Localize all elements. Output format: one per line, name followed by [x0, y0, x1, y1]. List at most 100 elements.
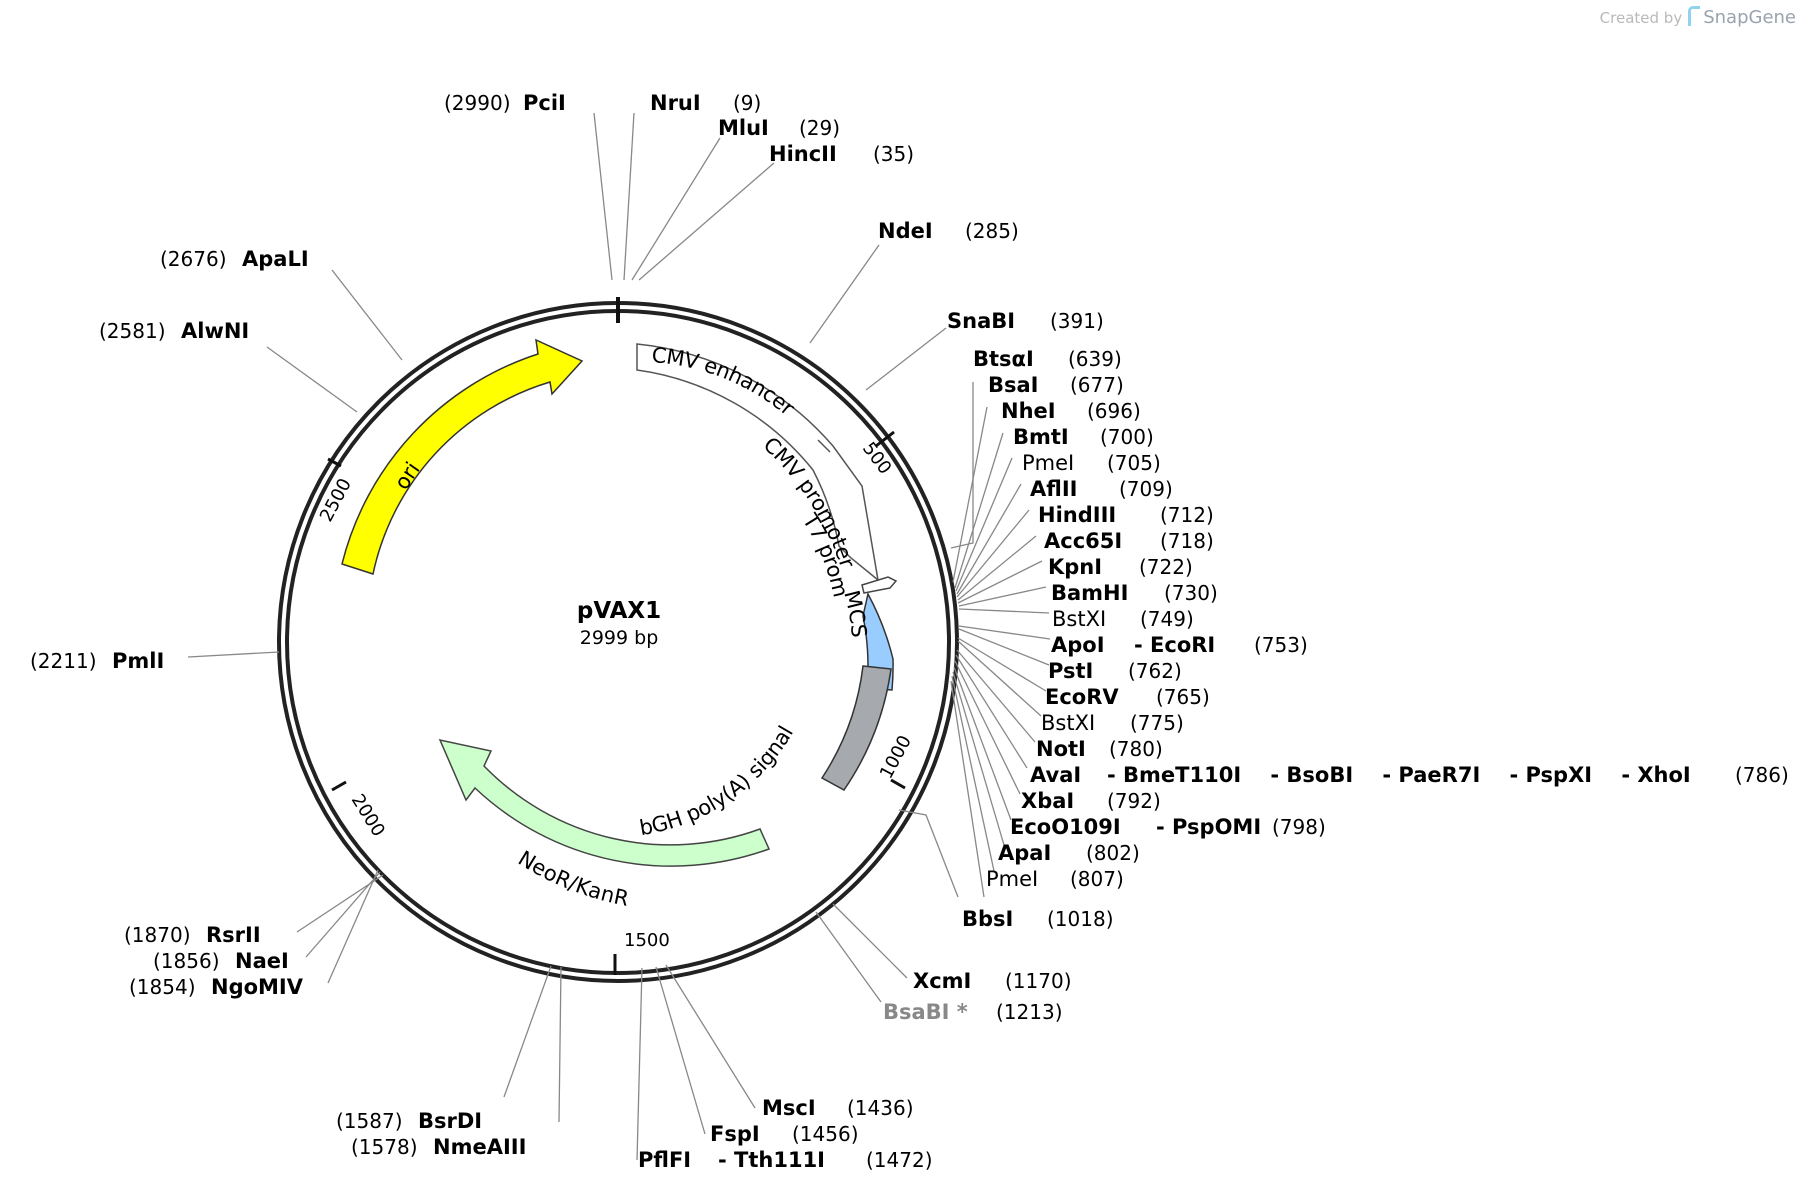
leader-hincii — [638, 162, 775, 281]
site-name-ecorv[interactable]: EcoRV — [1045, 685, 1119, 709]
tick-mark-500 — [875, 430, 895, 448]
site-name-aflii[interactable]: AflII — [1030, 477, 1077, 501]
site-pos-mlui: (29) — [799, 116, 840, 140]
site-name-mlui[interactable]: MluI — [718, 116, 769, 140]
site-pos-avai: (786) — [1735, 763, 1789, 787]
site-pos-pcii: (2990) — [444, 91, 511, 115]
site-name-ndei[interactable]: NdeI — [878, 219, 933, 243]
leader-mlui — [631, 137, 721, 281]
leader-bstxi-2 — [956, 649, 1036, 743]
site-name-btsai[interactable]: BtsαI — [973, 347, 1034, 371]
site-name-msci[interactable]: MscI — [762, 1096, 816, 1120]
site-name-nmeaiii[interactable]: NmeAIII — [433, 1135, 526, 1159]
site-name-apali[interactable]: ApaLI — [242, 247, 309, 271]
site-name-bbsi[interactable]: BbsI — [962, 907, 1013, 931]
tick-label-2000: 2000 — [347, 791, 389, 841]
site-pos-hincii: (35) — [873, 142, 914, 166]
site-name-pmei-1[interactable]: PmeI — [1022, 451, 1074, 475]
tick-label-1000: 1000 — [876, 732, 916, 782]
leader-bstxi-1 — [958, 625, 1051, 640]
leader-noti — [955, 654, 1028, 769]
site-leaders — [187, 112, 1051, 1161]
leader-bsabi — [815, 911, 882, 1003]
site-pos-pmli: (2211) — [30, 649, 97, 673]
plasmid-size: 2999 bp — [580, 627, 659, 649]
site-name-acc65i[interactable]: Acc65I — [1044, 529, 1122, 553]
site-name-bstxi-2[interactable]: BstXI — [1041, 711, 1095, 735]
site-name-avai[interactable]: AvaI — [1030, 763, 1081, 787]
site-name-bsabi[interactable]: BsaBI * — [883, 1000, 968, 1024]
leader-xcmi — [832, 903, 908, 979]
feature-mcs[interactable] — [862, 591, 894, 691]
site-extra-apoi[interactable]: - EcoRI — [1134, 633, 1215, 657]
site-name-hindiii[interactable]: HindIII — [1038, 503, 1116, 527]
tick-mark-2000 — [331, 780, 347, 792]
leader-nmeaiii — [558, 966, 562, 1123]
site-name-ngomiv[interactable]: NgoMIV — [211, 975, 304, 999]
leader-fspi — [655, 966, 706, 1135]
site-name-bstxi-1[interactable]: BstXI — [1052, 607, 1106, 631]
leader-pflfi — [636, 967, 643, 1161]
site-name-snabi[interactable]: SnaBI — [947, 309, 1015, 333]
site-name-noti[interactable]: NotI — [1036, 737, 1086, 761]
site-name-xbai[interactable]: XbaI — [1021, 789, 1074, 813]
site-name-psti[interactable]: PstI — [1048, 659, 1093, 683]
feature-t7-promoter[interactable] — [861, 576, 898, 594]
site-pos-bmti: (700) — [1100, 425, 1154, 449]
site-name-bmti[interactable]: BmtI — [1013, 425, 1069, 449]
site-name-kpni[interactable]: KpnI — [1048, 555, 1102, 579]
tick-label-500: 500 — [858, 438, 895, 478]
site-name-pcii[interactable]: PciI — [523, 91, 566, 115]
feature-neor-kanr[interactable] — [438, 738, 771, 867]
leader-bmti — [955, 457, 1013, 592]
site-extra-ecoo109i[interactable]: - PspOMI — [1156, 815, 1261, 839]
site-pos-ndei: (285) — [965, 219, 1019, 243]
site-name-pflfi[interactable]: PflFI — [638, 1148, 691, 1172]
site-name-alwni[interactable]: AlwNI — [181, 319, 249, 343]
leader-pcii — [593, 112, 613, 281]
site-name-nhei[interactable]: NheI — [1001, 399, 1056, 423]
site-name-naei[interactable]: NaeI — [235, 949, 289, 973]
leader-ndei — [809, 244, 880, 344]
site-name-bamhi[interactable]: BamHI — [1051, 581, 1128, 605]
site-pos-nmeaiii: (1578) — [351, 1135, 418, 1159]
feature-cmv[interactable] — [636, 343, 880, 582]
site-name-bsrdi[interactable]: BsrDI — [418, 1109, 482, 1133]
plasmid-name: pVAX1 — [577, 598, 661, 624]
site-pos-naei: (1856) — [153, 949, 220, 973]
feature-mcs-label: MCS — [839, 588, 871, 639]
site-pos-apoi: (753) — [1254, 633, 1308, 657]
site-name-ecoo109i[interactable]: EcoO109I — [1010, 815, 1121, 839]
site-name-apoi[interactable]: ApoI — [1051, 633, 1105, 657]
site-extra-pflfi[interactable]: - Tth111I — [718, 1148, 825, 1172]
feature-bgh[interactable] — [820, 665, 892, 791]
site-name-fspi[interactable]: FspI — [710, 1122, 760, 1146]
site-pos-bsai: (677) — [1070, 373, 1124, 397]
leader-apali — [331, 269, 403, 361]
site-pos-xbai: (792) — [1107, 789, 1161, 813]
leader-xbai — [953, 666, 1012, 821]
feature-ori[interactable] — [341, 338, 584, 575]
site-pos-bstxi-1: (749) — [1140, 607, 1194, 631]
site-pos-msci: (1436) — [847, 1096, 914, 1120]
site-pos-nrui: (9) — [733, 91, 761, 115]
site-name-xcmi[interactable]: XcmI — [913, 969, 971, 993]
site-pos-apali: (2676) — [160, 247, 227, 271]
leader-btsai — [950, 382, 974, 549]
site-name-apai[interactable]: ApaI — [998, 841, 1051, 865]
site-name-bsai[interactable]: BsaI — [988, 373, 1039, 397]
leader-psti — [957, 637, 1047, 692]
site-extra-avai[interactable]: - BmeT110I - BsoBI - PaeR7I - PspXI - Xh… — [1107, 763, 1691, 787]
site-name-pmli[interactable]: PmlI — [112, 649, 164, 673]
site-pos-psti: (762) — [1128, 659, 1182, 683]
leader-apai — [951, 675, 995, 872]
credit-text: Created by — [1599, 9, 1683, 27]
site-name-hincii[interactable]: HincII — [769, 142, 837, 166]
leader-bamhi — [958, 608, 1050, 614]
site-name-rsrii[interactable]: RsrII — [206, 923, 261, 947]
site-name-pmei-2[interactable]: PmeI — [986, 867, 1038, 891]
site-name-nrui[interactable]: NruI — [650, 91, 701, 115]
leader-snabi — [865, 327, 947, 391]
leader-pmei-2 — [950, 680, 985, 898]
